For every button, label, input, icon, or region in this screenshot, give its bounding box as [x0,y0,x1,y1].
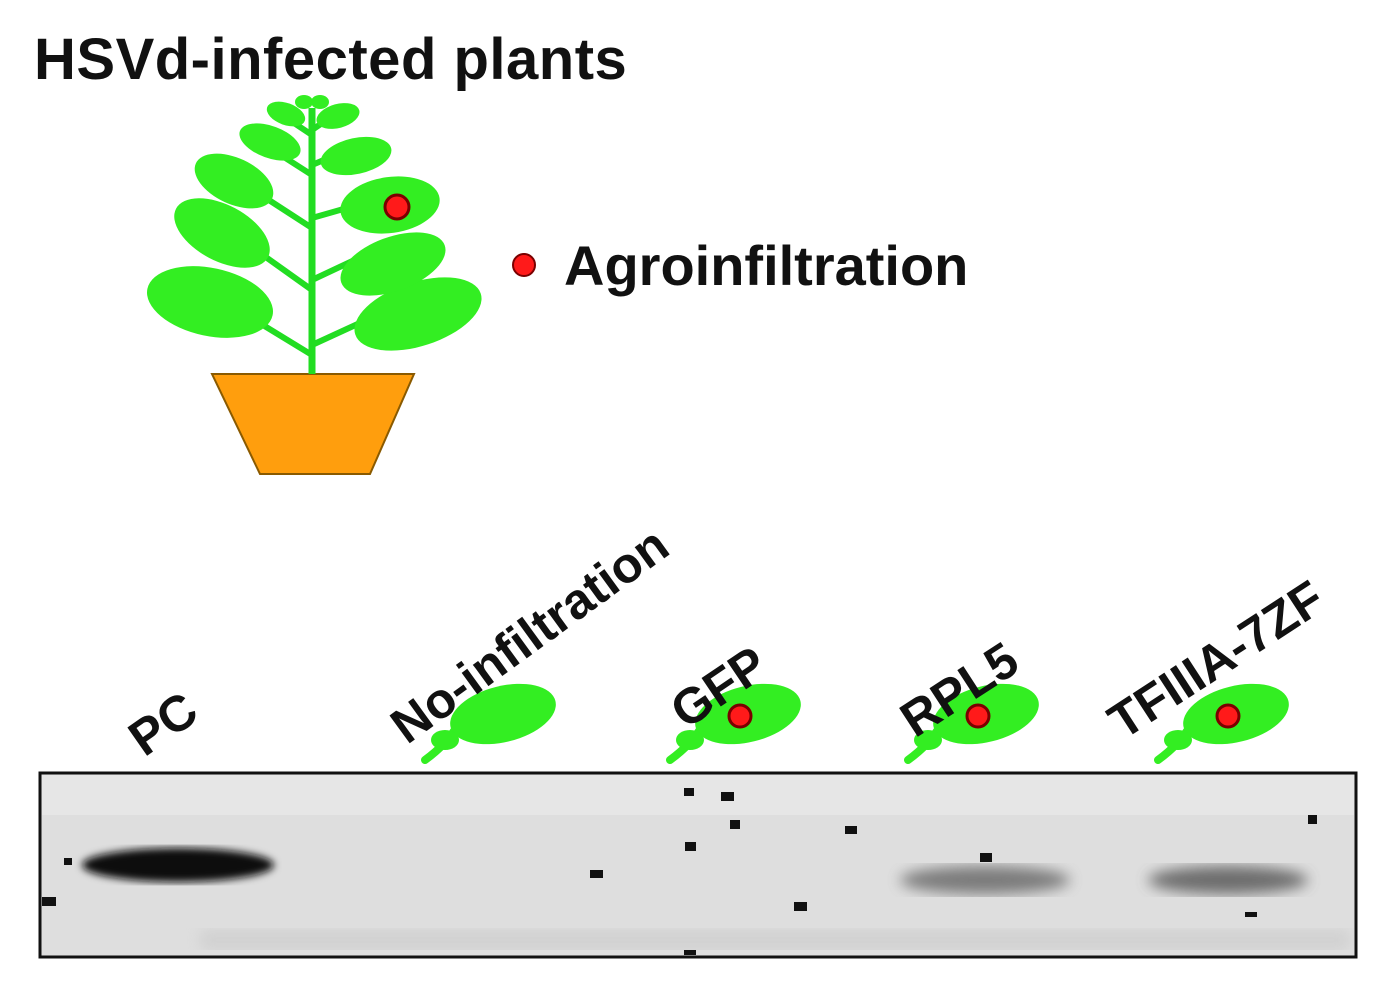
band-tfiiia [1148,866,1308,894]
legend-label: Agroinfiltration [564,233,969,297]
figure-title: HSVd-infected plants [34,27,628,92]
blot-signal [42,775,1354,950]
infiltration-dot [727,703,753,729]
band-pc [82,848,274,882]
infiltration-dot [1215,703,1241,729]
leaf-icon [1154,683,1289,764]
band-rpl5 [900,866,1070,894]
leaf-icon [666,683,801,764]
lane-leaf-icons [421,683,1289,764]
legend-marker [512,253,536,277]
pot [210,373,416,475]
infiltration-dot [965,703,991,729]
legend: Agroinfiltration [512,230,968,300]
blot-specks [42,788,1317,955]
leaf-icon [421,683,556,764]
leaf-icon [904,683,1039,764]
infiltration-spot [383,193,411,221]
plant-leaves [147,95,482,351]
